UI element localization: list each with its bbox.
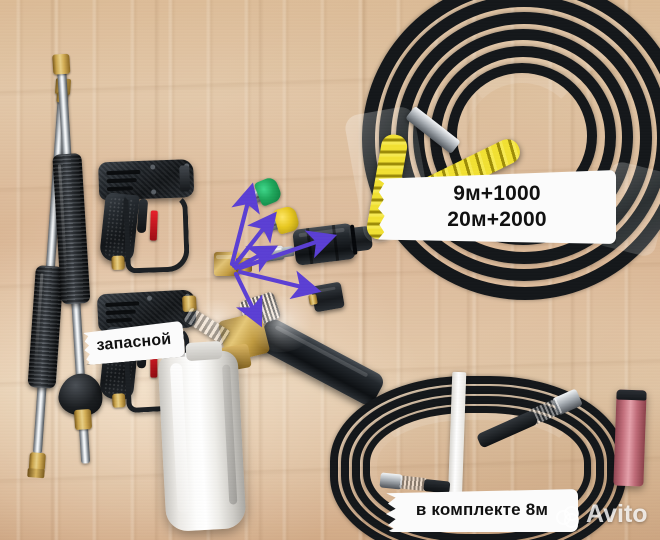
foam-bottle — [157, 350, 247, 532]
avito-watermark-text: Avito — [586, 500, 648, 528]
foam-inlet-nozzle — [183, 307, 231, 345]
callout-included-hose: в комплекте 8м — [386, 489, 578, 532]
avito-watermark: Avito — [556, 500, 648, 528]
safety-latch — [149, 210, 158, 241]
callout-hose-price-line1: 9м+1000 — [453, 182, 541, 206]
red-cylinder — [613, 389, 647, 487]
hose-coil-large — [343, 0, 660, 300]
brass-fitting-tail — [236, 258, 252, 272]
callout-hose-price: 9м+1000 20м+2000 — [378, 170, 616, 244]
callout-hose-price-line2: 20м+2000 — [447, 208, 547, 231]
callout-spare-gun-text: запасной — [95, 331, 173, 355]
avito-rings-icon — [556, 505, 582, 528]
trigger-gun-primary — [78, 153, 202, 282]
callout-included-hose-text: в комплекте 8м — [415, 500, 549, 520]
nozzle-steel — [261, 241, 297, 266]
arrow-to-adapter — [237, 269, 322, 300]
